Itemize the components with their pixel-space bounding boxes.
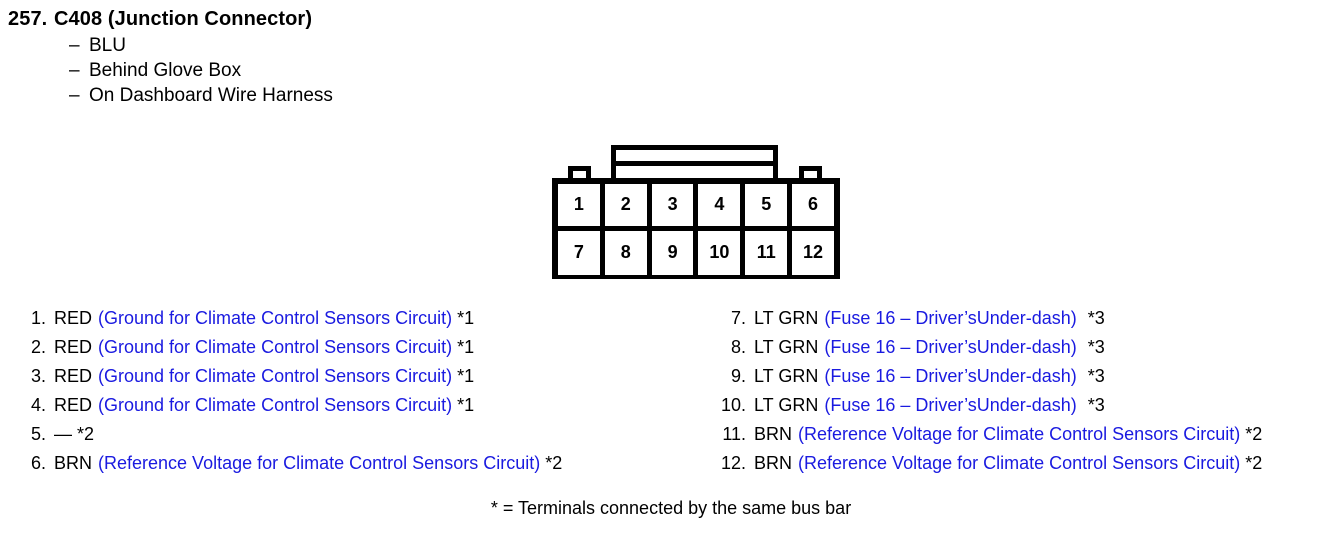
- attribute-dash-icon: –: [69, 85, 80, 106]
- connector-pin-cell-4: 4: [698, 184, 746, 226]
- pin-description-row: 5. —*2: [14, 420, 674, 449]
- connector-item-number: 257.: [8, 8, 48, 30]
- connector-attribute-row: –BLU: [69, 33, 333, 58]
- pin-circuit-name: (Reference Voltage for Climate Control S…: [798, 453, 1241, 473]
- attribute-dash-icon: –: [69, 60, 80, 81]
- pin-busbar-note: *1: [457, 366, 475, 386]
- pin-number: 2.: [30, 337, 46, 357]
- connector-attribute-list: –BLU–Behind Glove Box–On Dashboard Wire …: [8, 33, 333, 108]
- pin-wire-color: LT GRN: [754, 337, 819, 357]
- connector-pin-cell-9: 9: [651, 230, 699, 275]
- pin-wire-color: BRN: [754, 424, 793, 444]
- pin-busbar-note: *1: [457, 395, 475, 415]
- pin-description-row: 1. RED(Ground for Climate Control Sensors…: [14, 304, 674, 333]
- pin-description-row: 12. BRN(Reference Voltage for Climate Con…: [714, 449, 1342, 478]
- pin-description-row: 3. RED(Ground for Climate Control Sensors…: [14, 362, 674, 391]
- pin-number: 4.: [30, 395, 46, 415]
- pin-wire-color: LT GRN: [754, 308, 819, 328]
- pin-number: 3.: [30, 366, 46, 386]
- pin-busbar-note: *3: [1087, 337, 1105, 357]
- pin-number: 7.: [730, 308, 746, 328]
- pin-busbar-note: *3: [1087, 366, 1105, 386]
- pin-busbar-note: *3: [1087, 308, 1105, 328]
- attribute-label: Behind Glove Box: [89, 60, 242, 81]
- connector-pin-cell-8: 8: [604, 230, 652, 275]
- pin-description-row: 6. BRN(Reference Voltage for Climate Cont…: [14, 449, 674, 478]
- connector-pin-cell-5: 5: [745, 184, 793, 226]
- pin-busbar-note: *2: [77, 424, 95, 444]
- pin-wire-color: LT GRN: [754, 366, 819, 386]
- attribute-label: BLU: [89, 35, 126, 56]
- pin-description-column-left: 1.RED(Ground for Climate Control Sensors…: [14, 304, 674, 478]
- pin-description-row: 11. BRN(Reference Voltage for Climate Con…: [714, 420, 1342, 449]
- pin-circuit-name: (Ground for Climate Control Sensors Circ…: [98, 308, 453, 328]
- pin-wire-color: —: [54, 424, 72, 444]
- pin-busbar-note: *2: [545, 453, 563, 473]
- pin-circuit-name: (Reference Voltage for Climate Control S…: [98, 453, 541, 473]
- pin-circuit-name: (Fuse 16 – Driver’sUnder-dash): [824, 308, 1077, 328]
- pin-description-row: 4. RED(Ground for Climate Control Sensors…: [14, 391, 674, 420]
- pin-number: 9.: [730, 366, 746, 386]
- busbar-footnote: * = Terminals connected by the same bus …: [490, 498, 852, 518]
- page-title: 257. C408 (Junction Connector): [8, 6, 333, 32]
- pin-circuit-name: (Fuse 16 – Driver’sUnder-dash): [824, 366, 1077, 386]
- connector-attribute-row: –On Dashboard Wire Harness: [69, 83, 333, 108]
- pin-wire-color: RED: [54, 308, 93, 328]
- pin-number: 11.: [722, 424, 746, 444]
- pin-number: 10.: [720, 395, 746, 415]
- pin-wire-color: RED: [54, 395, 93, 415]
- pin-circuit-name: (Fuse 16 – Driver’sUnder-dash): [824, 337, 1077, 357]
- connector-pin-cell-2: 2: [604, 184, 652, 226]
- connector-pin-cell-11: 11: [745, 230, 793, 275]
- pin-circuit-name: (Ground for Climate Control Sensors Circ…: [98, 366, 453, 386]
- connector-latch-tab-line: [611, 161, 778, 166]
- pin-description-row: 9. LT GRN(Fuse 16 – Driver’sUnder-dash) *3: [714, 362, 1342, 391]
- connector-pin-cell-6: 6: [792, 184, 834, 226]
- attribute-label: On Dashboard Wire Harness: [89, 85, 333, 106]
- pin-circuit-name: (Reference Voltage for Climate Control S…: [798, 424, 1241, 444]
- pin-wire-color: BRN: [754, 453, 793, 473]
- connector-pin-cell-12: 12: [792, 230, 834, 275]
- connector-pin-cell-7: 7: [558, 230, 605, 275]
- connector-heading-block: 257.C408 (Junction Connector) –BLU–Behin…: [8, 6, 333, 108]
- pin-description-row: 7. LT GRN(Fuse 16 – Driver’sUnder-dash) *3: [714, 304, 1342, 333]
- pin-description-row: 8. LT GRN(Fuse 16 – Driver’sUnder-dash) *3: [714, 333, 1342, 362]
- connector-attribute-row: –Behind Glove Box: [69, 58, 333, 83]
- connector-pin-cell-3: 3: [651, 184, 699, 226]
- pin-circuit-name: (Ground for Climate Control Sensors Circ…: [98, 337, 453, 357]
- connector-pin-cell-1: 1: [558, 184, 605, 226]
- pin-number: 5.: [30, 424, 46, 444]
- pin-busbar-note: *2: [1245, 424, 1263, 444]
- pin-busbar-note: *3: [1087, 395, 1105, 415]
- pin-description-row: 2. RED(Ground for Climate Control Sensors…: [14, 333, 674, 362]
- pin-description-column-right: 7.LT GRN(Fuse 16 – Driver’sUnder-dash)*3…: [714, 304, 1342, 478]
- pin-number: 1.: [30, 308, 46, 328]
- pin-wire-color: BRN: [54, 453, 93, 473]
- connector-name: C408 (Junction Connector): [54, 8, 313, 30]
- pin-wire-color: RED: [54, 366, 93, 386]
- pin-number: 12.: [720, 453, 746, 473]
- pin-number: 8.: [730, 337, 746, 357]
- attribute-dash-icon: –: [69, 35, 80, 56]
- connector-pin-cell-10: 10: [698, 230, 746, 275]
- pin-busbar-note: *1: [457, 337, 475, 357]
- pin-busbar-note: *2: [1245, 453, 1263, 473]
- pin-wire-color: RED: [54, 337, 93, 357]
- pin-description-row: 10. LT GRN(Fuse 16 – Driver’sUnder-dash) *…: [714, 391, 1342, 420]
- pin-circuit-name: (Fuse 16 – Driver’sUnder-dash): [824, 395, 1077, 415]
- pin-number: 6.: [30, 453, 46, 473]
- pin-wire-color: LT GRN: [754, 395, 819, 415]
- pin-busbar-note: *1: [457, 308, 475, 328]
- pin-circuit-name: (Ground for Climate Control Sensors Circ…: [98, 395, 453, 415]
